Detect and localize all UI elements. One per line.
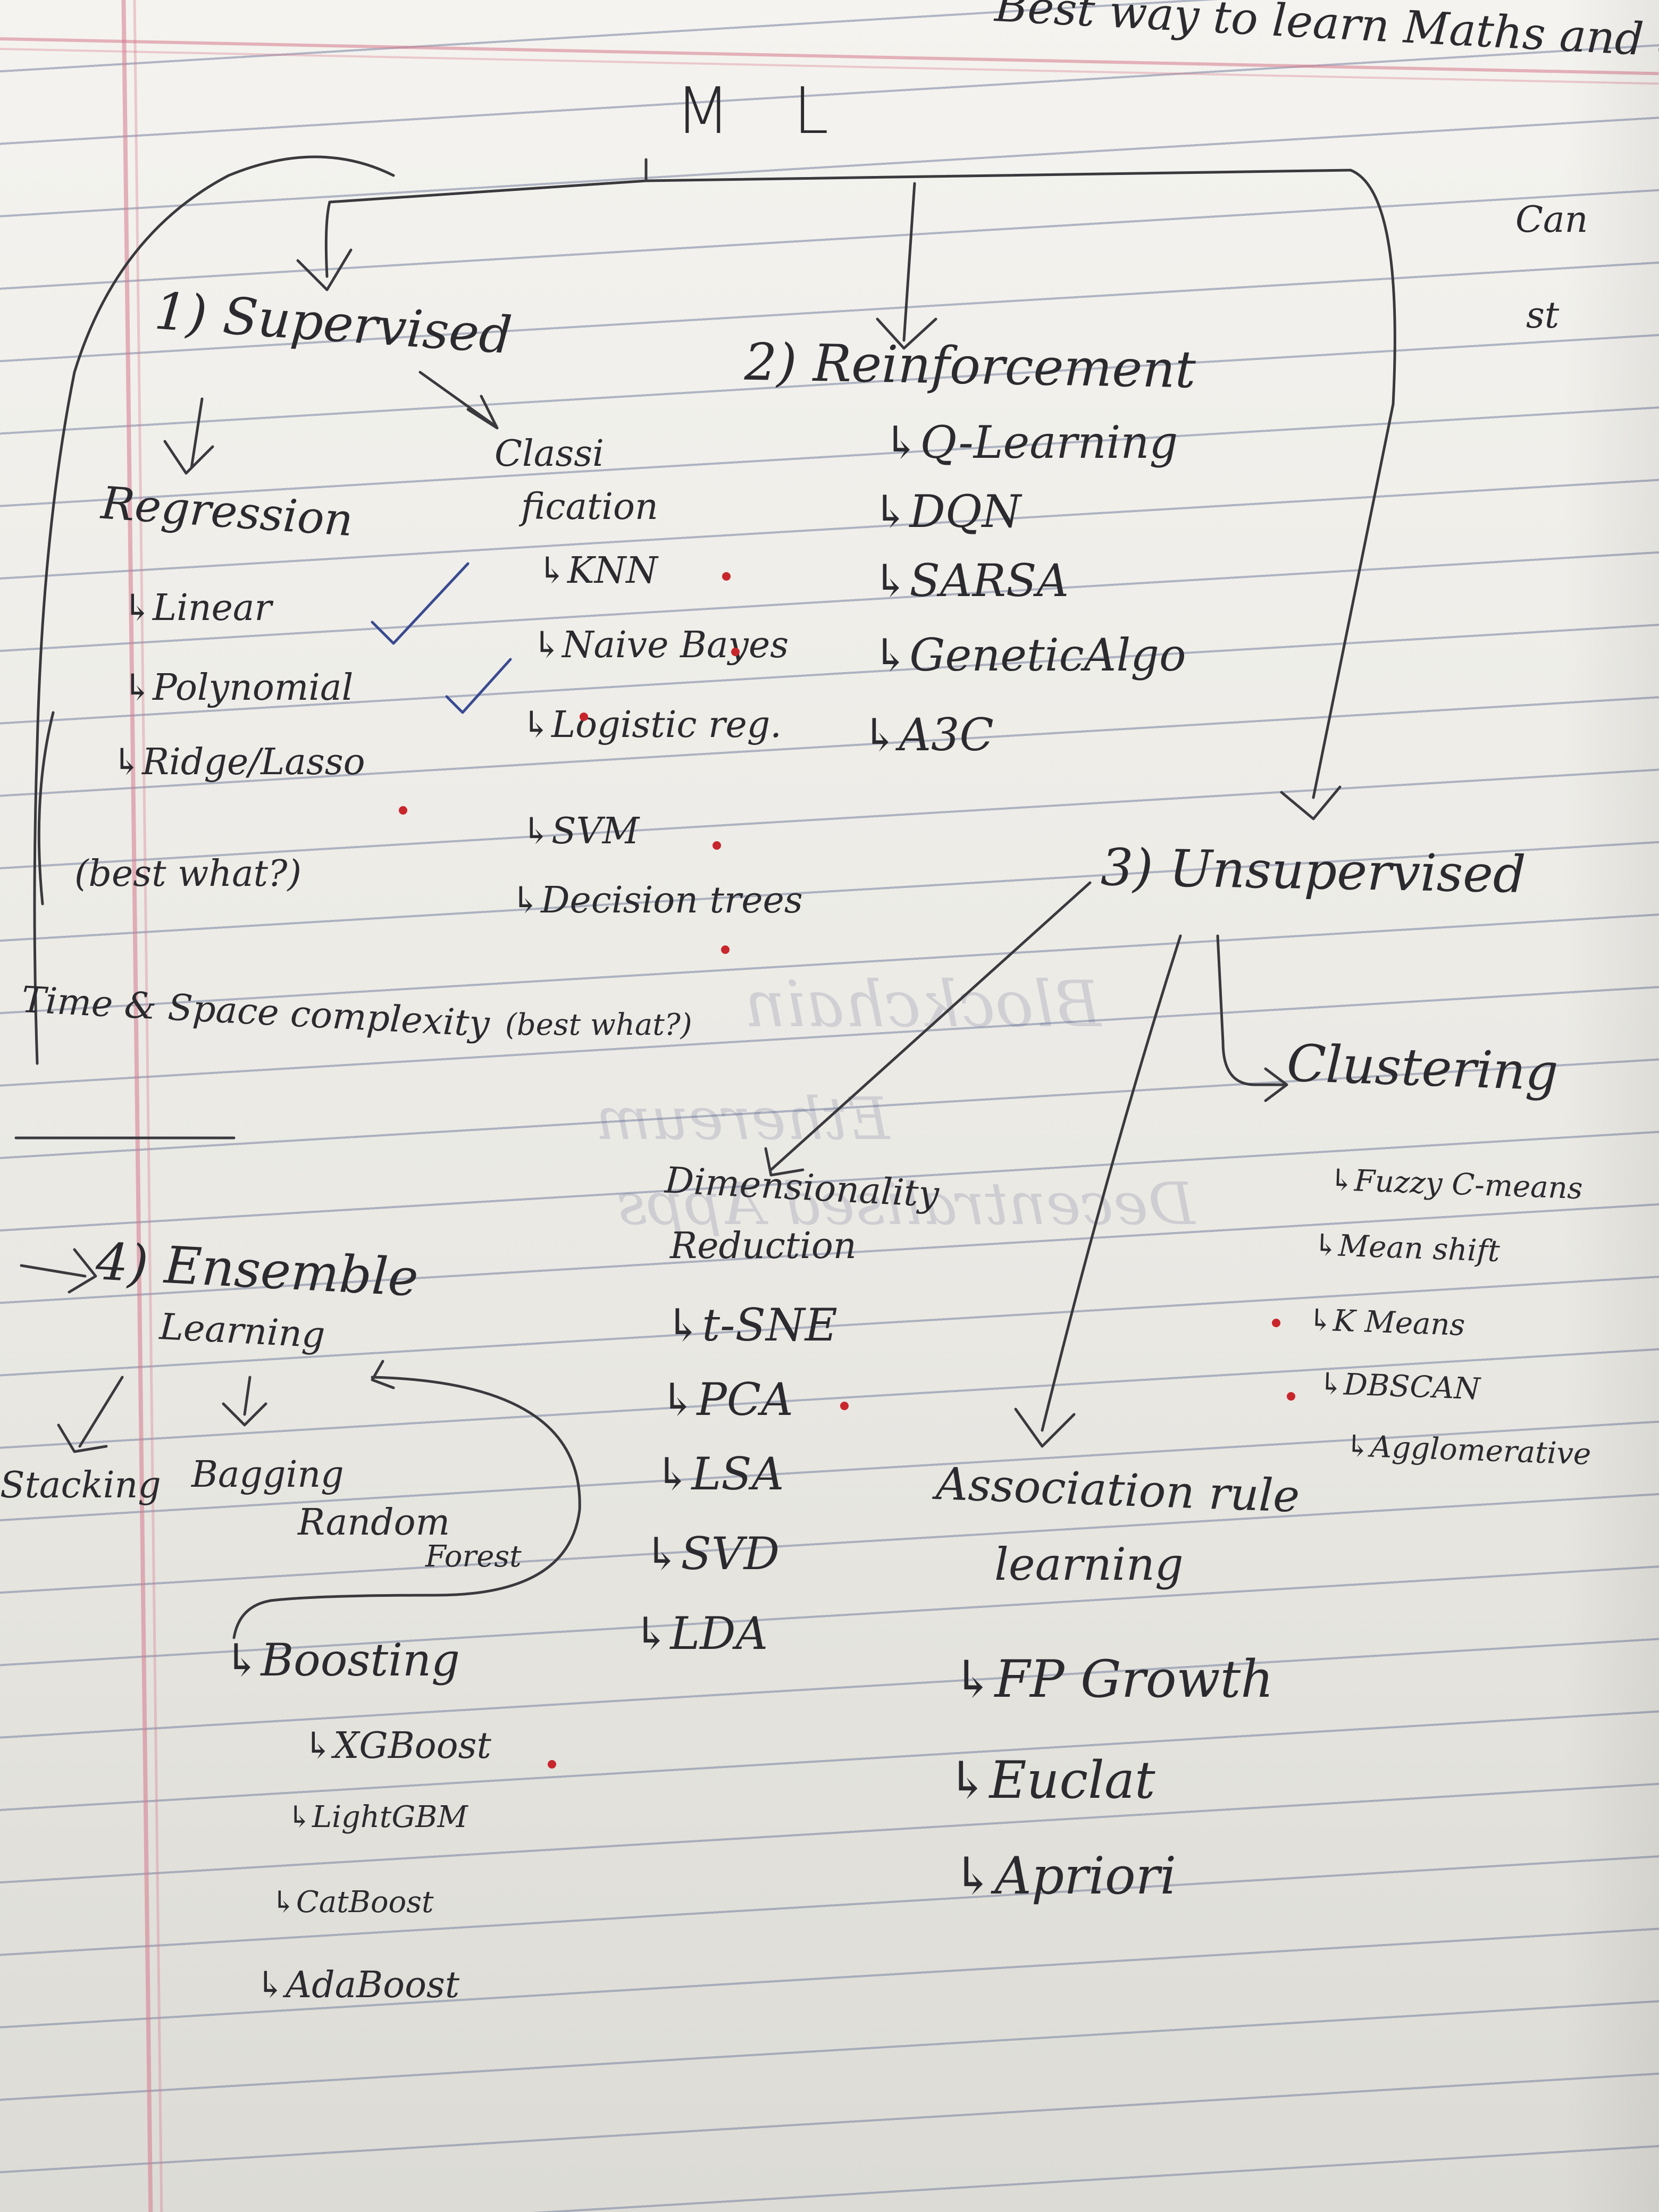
list-item-dqn: DQN — [872, 489, 1021, 534]
right-edge-fragment: st — [1526, 295, 1560, 337]
page-edge-shadow — [1563, 0, 1659, 2212]
connector-to-reinforcement — [902, 182, 916, 342]
list-item-euclat: Euclat — [946, 1755, 1155, 1806]
arrowhead-random-forest — [371, 1360, 395, 1389]
node-ensemble-line2: Learning — [158, 1305, 326, 1357]
priority-dot — [721, 945, 730, 954]
list-item-apriori: Apriori — [952, 1850, 1176, 1901]
list-item-fuzzy-c-means: Fuzzy C-means — [1329, 1163, 1583, 1206]
node-random-forest-line2: Forest — [425, 1539, 522, 1574]
node-stacking: Stacking — [0, 1464, 161, 1506]
list-item-ridge-lasso: Ridge/Lasso — [112, 744, 365, 781]
node-classification-line2: fication — [521, 486, 658, 528]
arrowhead-reinforcement — [876, 317, 937, 350]
list-item-lsa: LSA — [654, 1452, 784, 1496]
list-item-svm: SVM — [521, 814, 639, 850]
connector-to-clustering — [1216, 934, 1288, 1086]
list-item-q-learning: Q-Learning — [883, 420, 1178, 465]
node-reinforcement: 2) Reinforcement — [744, 332, 1196, 400]
list-item-fp-growth: FP Growth — [952, 1654, 1273, 1705]
node-clustering: Clustering — [1286, 1033, 1560, 1102]
priority-dot — [731, 648, 740, 656]
node-association-line1: Association rule — [935, 1457, 1301, 1522]
list-item-dbscan: DBSCAN — [1318, 1367, 1481, 1406]
check-linear — [371, 562, 470, 645]
list-item-t-sne: t-SNE — [665, 1303, 837, 1347]
list-item-agglomerative: Agglomerative — [1345, 1430, 1591, 1472]
list-item-a3c: A3C — [861, 713, 993, 757]
node-classification-line1: Classi — [495, 433, 604, 475]
root-bar — [328, 169, 1352, 204]
arrowhead-bagging — [222, 1402, 267, 1427]
list-item-knn: KNN — [537, 553, 658, 589]
arrowhead-clustering — [1264, 1067, 1288, 1102]
list-item-k-means: K Means — [1308, 1304, 1465, 1343]
bracket-left — [37, 711, 55, 906]
grouping-loop — [33, 155, 395, 1065]
node-ensemble-line1: 4) Ensemble — [94, 1231, 420, 1308]
regression-note: (best what?) — [74, 853, 301, 895]
node-association-line2: learning — [994, 1538, 1184, 1590]
list-item-naive-bayes: Naive Bayes — [532, 627, 789, 664]
list-item-svd: SVD — [643, 1531, 780, 1576]
arrowhead-classification — [466, 395, 499, 430]
node-unsupervised: 3) Unsupervised — [1100, 837, 1527, 904]
check-polynomial — [445, 658, 512, 714]
arrowhead-supervised — [296, 248, 353, 291]
node-dimensionality-line2: Reduction — [670, 1225, 857, 1267]
right-edge-fragment: Can — [1515, 199, 1588, 241]
priority-dot — [722, 572, 731, 581]
priority-dot — [1287, 1392, 1295, 1401]
list-item-pca: PCA — [659, 1377, 793, 1422]
connector-to-bagging — [243, 1376, 252, 1416]
list-item-mean-shift: Mean shift — [1313, 1229, 1501, 1269]
list-item-xgboost: XGBoost — [303, 1728, 491, 1764]
list-item-sarsa: SARSA — [872, 558, 1069, 603]
list-item-genetic-algo: GeneticAlgo — [872, 633, 1186, 677]
connector-to-supervised — [324, 200, 331, 278]
node-bagging: Bagging — [191, 1454, 344, 1496]
arrowhead-dimensionality — [764, 1147, 805, 1177]
priority-dot — [713, 841, 721, 850]
list-item-decision-trees: Decision trees — [510, 883, 803, 919]
connector-to-classification — [418, 371, 496, 427]
connector-to-association — [1041, 934, 1182, 1432]
loop-random-forest — [232, 1376, 581, 1639]
root-node: M L — [675, 74, 850, 148]
priority-dot — [840, 1402, 849, 1410]
list-item-logistic: Logistic reg. — [521, 707, 782, 743]
arrowhead-unsupervised — [1280, 785, 1342, 820]
node-random-forest-line1: Random — [298, 1502, 450, 1544]
arrowhead-association — [1014, 1407, 1076, 1448]
connector-to-unsupervised — [1312, 169, 1396, 799]
priority-dot — [1272, 1319, 1280, 1327]
list-item-lightgbm: LightGBM — [287, 1803, 468, 1832]
connector-to-regression — [190, 397, 204, 470]
list-item-linear: Linear — [122, 590, 272, 626]
arrowhead-regression — [163, 440, 214, 475]
list-item-polynomial: Polynomial — [122, 670, 353, 706]
priority-dot — [399, 806, 407, 815]
priority-dot — [548, 1760, 556, 1769]
list-item-adaboost: AdaBoost — [255, 1967, 459, 2004]
list-item-catboost: CatBoost — [271, 1888, 434, 1917]
arrowhead-into-ensemble — [68, 1248, 97, 1294]
connector-to-stacking — [78, 1376, 124, 1448]
arrowhead-stacking — [57, 1423, 108, 1453]
connector-to-dimensionality — [769, 881, 1092, 1171]
list-item-lda: LDA — [633, 1611, 768, 1656]
arrow-into-ensemble — [20, 1264, 87, 1278]
classification-note: (best what?) — [505, 1008, 692, 1042]
node-boosting: Boosting — [223, 1638, 459, 1682]
priority-dot — [580, 713, 588, 721]
